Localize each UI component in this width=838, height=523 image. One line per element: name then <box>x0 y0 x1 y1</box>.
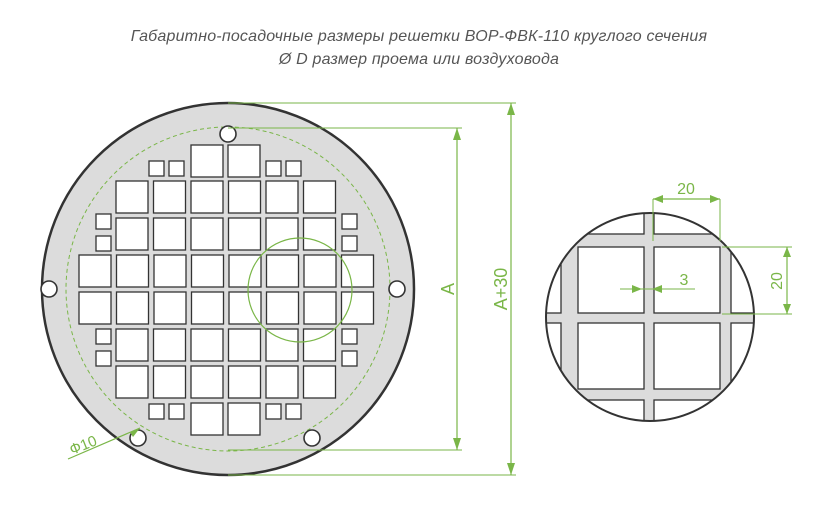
title-line-2: Ø D размер проема или воздуховода <box>278 51 560 68</box>
grille-opening <box>265 217 299 251</box>
hole-diameter-label: Ф10 <box>67 432 99 458</box>
detail-cell-height-dimension: 20 <box>722 246 792 315</box>
grille-opening-small <box>265 403 282 420</box>
grille-opening-small <box>95 328 112 345</box>
detail-cell-width-label: 20 <box>677 181 695 198</box>
detail-opening <box>577 399 645 421</box>
grille-opening <box>302 365 337 399</box>
grille-opening <box>265 180 299 214</box>
grille-opening <box>227 180 262 214</box>
grille-opening <box>227 144 261 178</box>
grille-opening <box>340 254 375 288</box>
mounting-hole-left <box>40 280 58 298</box>
detail-opening <box>730 213 754 235</box>
grille-opening <box>265 328 299 362</box>
grille-opening-small <box>148 160 165 177</box>
detail-bar-width-dimension: 3 <box>620 272 695 293</box>
grille-opening-small <box>265 160 282 177</box>
grille-opening <box>115 217 149 251</box>
grille-opening <box>115 254 150 288</box>
grille-opening <box>227 365 262 399</box>
grille-opening <box>152 365 187 399</box>
grille-opening <box>152 180 187 214</box>
grille-opening <box>302 180 337 214</box>
grille-opening <box>227 402 261 436</box>
grille-opening <box>190 217 224 251</box>
detail-bar-width-label: 3 <box>680 272 689 289</box>
grille-opening <box>227 328 262 362</box>
grille-opening <box>115 180 149 214</box>
title-line-1: Габаритно-посадочные размеры решетки ВОР… <box>130 28 708 45</box>
detail-opening <box>730 399 754 421</box>
detail-opening <box>546 399 562 421</box>
mounting-hole-bottom-right <box>303 429 321 447</box>
detail-view-outline <box>545 212 755 422</box>
grille-opening <box>265 365 299 399</box>
grille-opening <box>152 217 187 251</box>
grille-opening-small <box>168 160 185 177</box>
detail-cell-width-dimension: 20 <box>652 181 721 241</box>
grille-opening <box>190 144 224 178</box>
grille-opening <box>302 328 337 362</box>
grille-opening <box>303 291 337 325</box>
grille-opening <box>115 365 149 399</box>
grille-opening-small <box>341 328 358 345</box>
mounting-hole-top <box>219 125 237 143</box>
detail-opening <box>546 213 562 235</box>
detail-opening <box>730 322 754 390</box>
grille-opening <box>340 291 375 325</box>
mounting-hole-right <box>388 280 406 298</box>
grille-opening <box>115 328 149 362</box>
grille-opening <box>190 328 224 362</box>
grille-opening <box>302 217 337 251</box>
grille-opening <box>152 328 187 362</box>
grille-opening <box>190 402 224 436</box>
grille-opening <box>153 291 187 325</box>
grille-opening <box>115 291 150 325</box>
grille-opening <box>303 254 337 288</box>
grille-opening <box>190 365 224 399</box>
grille-opening-small <box>285 160 302 177</box>
detail-opening <box>653 246 721 314</box>
grille-opening <box>265 254 300 288</box>
grille-opening <box>228 291 262 325</box>
grille-opening-small <box>168 403 185 420</box>
detail-opening <box>577 213 645 235</box>
detail-opening <box>577 246 645 314</box>
grille-opening <box>227 217 262 251</box>
grille-opening-small <box>341 235 358 252</box>
detail-cell-height-label: 20 <box>769 272 786 290</box>
grille-opening <box>78 254 112 288</box>
grille-opening <box>153 254 187 288</box>
dimension-a-plus-30-label: A+30 <box>491 268 511 311</box>
grille-opening-small <box>95 235 112 252</box>
detail-opening <box>577 322 645 390</box>
dimension-a: A <box>228 127 462 451</box>
grille-opening <box>228 254 262 288</box>
grille-opening <box>190 291 225 325</box>
detail-view-background <box>546 213 754 421</box>
grille-opening-small <box>95 213 112 230</box>
grille-opening-small <box>341 213 358 230</box>
detail-opening <box>546 322 562 390</box>
grille-opening <box>265 291 300 325</box>
dimension-a-plus-30: A+30 <box>228 102 516 476</box>
grille-openings <box>78 144 375 436</box>
grille-opening <box>78 291 112 325</box>
dimension-a-label: A <box>438 283 458 295</box>
detail-opening <box>653 322 721 390</box>
grille-opening-small <box>341 350 358 367</box>
grille-opening-small <box>95 350 112 367</box>
grille-opening <box>190 254 225 288</box>
detail-opening <box>653 399 721 421</box>
grille-opening <box>190 180 224 214</box>
grille-opening-small <box>148 403 165 420</box>
grille-opening-small <box>285 403 302 420</box>
detail-callout-circle <box>247 237 353 343</box>
